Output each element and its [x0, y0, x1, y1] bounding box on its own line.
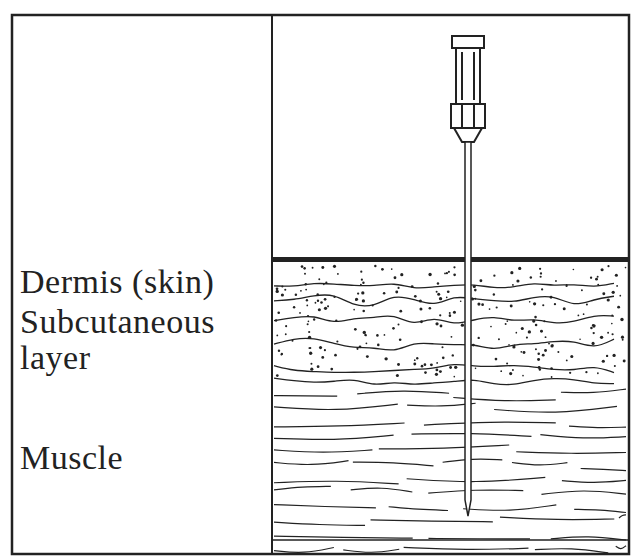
frame — [12, 15, 629, 554]
layer-label: Subcutaneous layer — [20, 304, 255, 376]
layer-label: Muscle — [20, 440, 270, 476]
layer-label: Dermis (skin) — [20, 264, 270, 300]
tissue-layers — [272, 257, 629, 553]
syringe-needle — [451, 36, 485, 516]
divider — [271, 15, 273, 554]
